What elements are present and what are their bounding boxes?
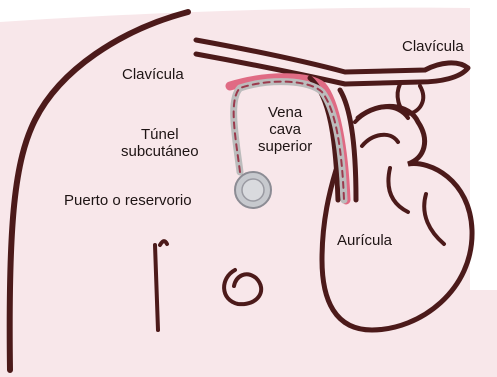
label-clavicle-right: Clavícula [402, 38, 464, 55]
label-clavicle-left: Clavícula [122, 66, 184, 83]
label-vena-line3: superior [258, 138, 312, 155]
label-vena-line2: cava [258, 121, 312, 138]
label-port: Puerto o reservorio [64, 192, 192, 209]
label-tunnel-line2: subcutáneo [121, 143, 199, 160]
label-tunnel-line1: Túnel [121, 126, 199, 143]
label-tunnel: Túnel subcutáneo [121, 126, 199, 160]
label-atrium: Aurícula [337, 232, 392, 249]
label-vena-line1: Vena [258, 104, 312, 121]
port-septum [242, 179, 264, 201]
label-vena-cava: Vena cava superior [258, 104, 312, 155]
